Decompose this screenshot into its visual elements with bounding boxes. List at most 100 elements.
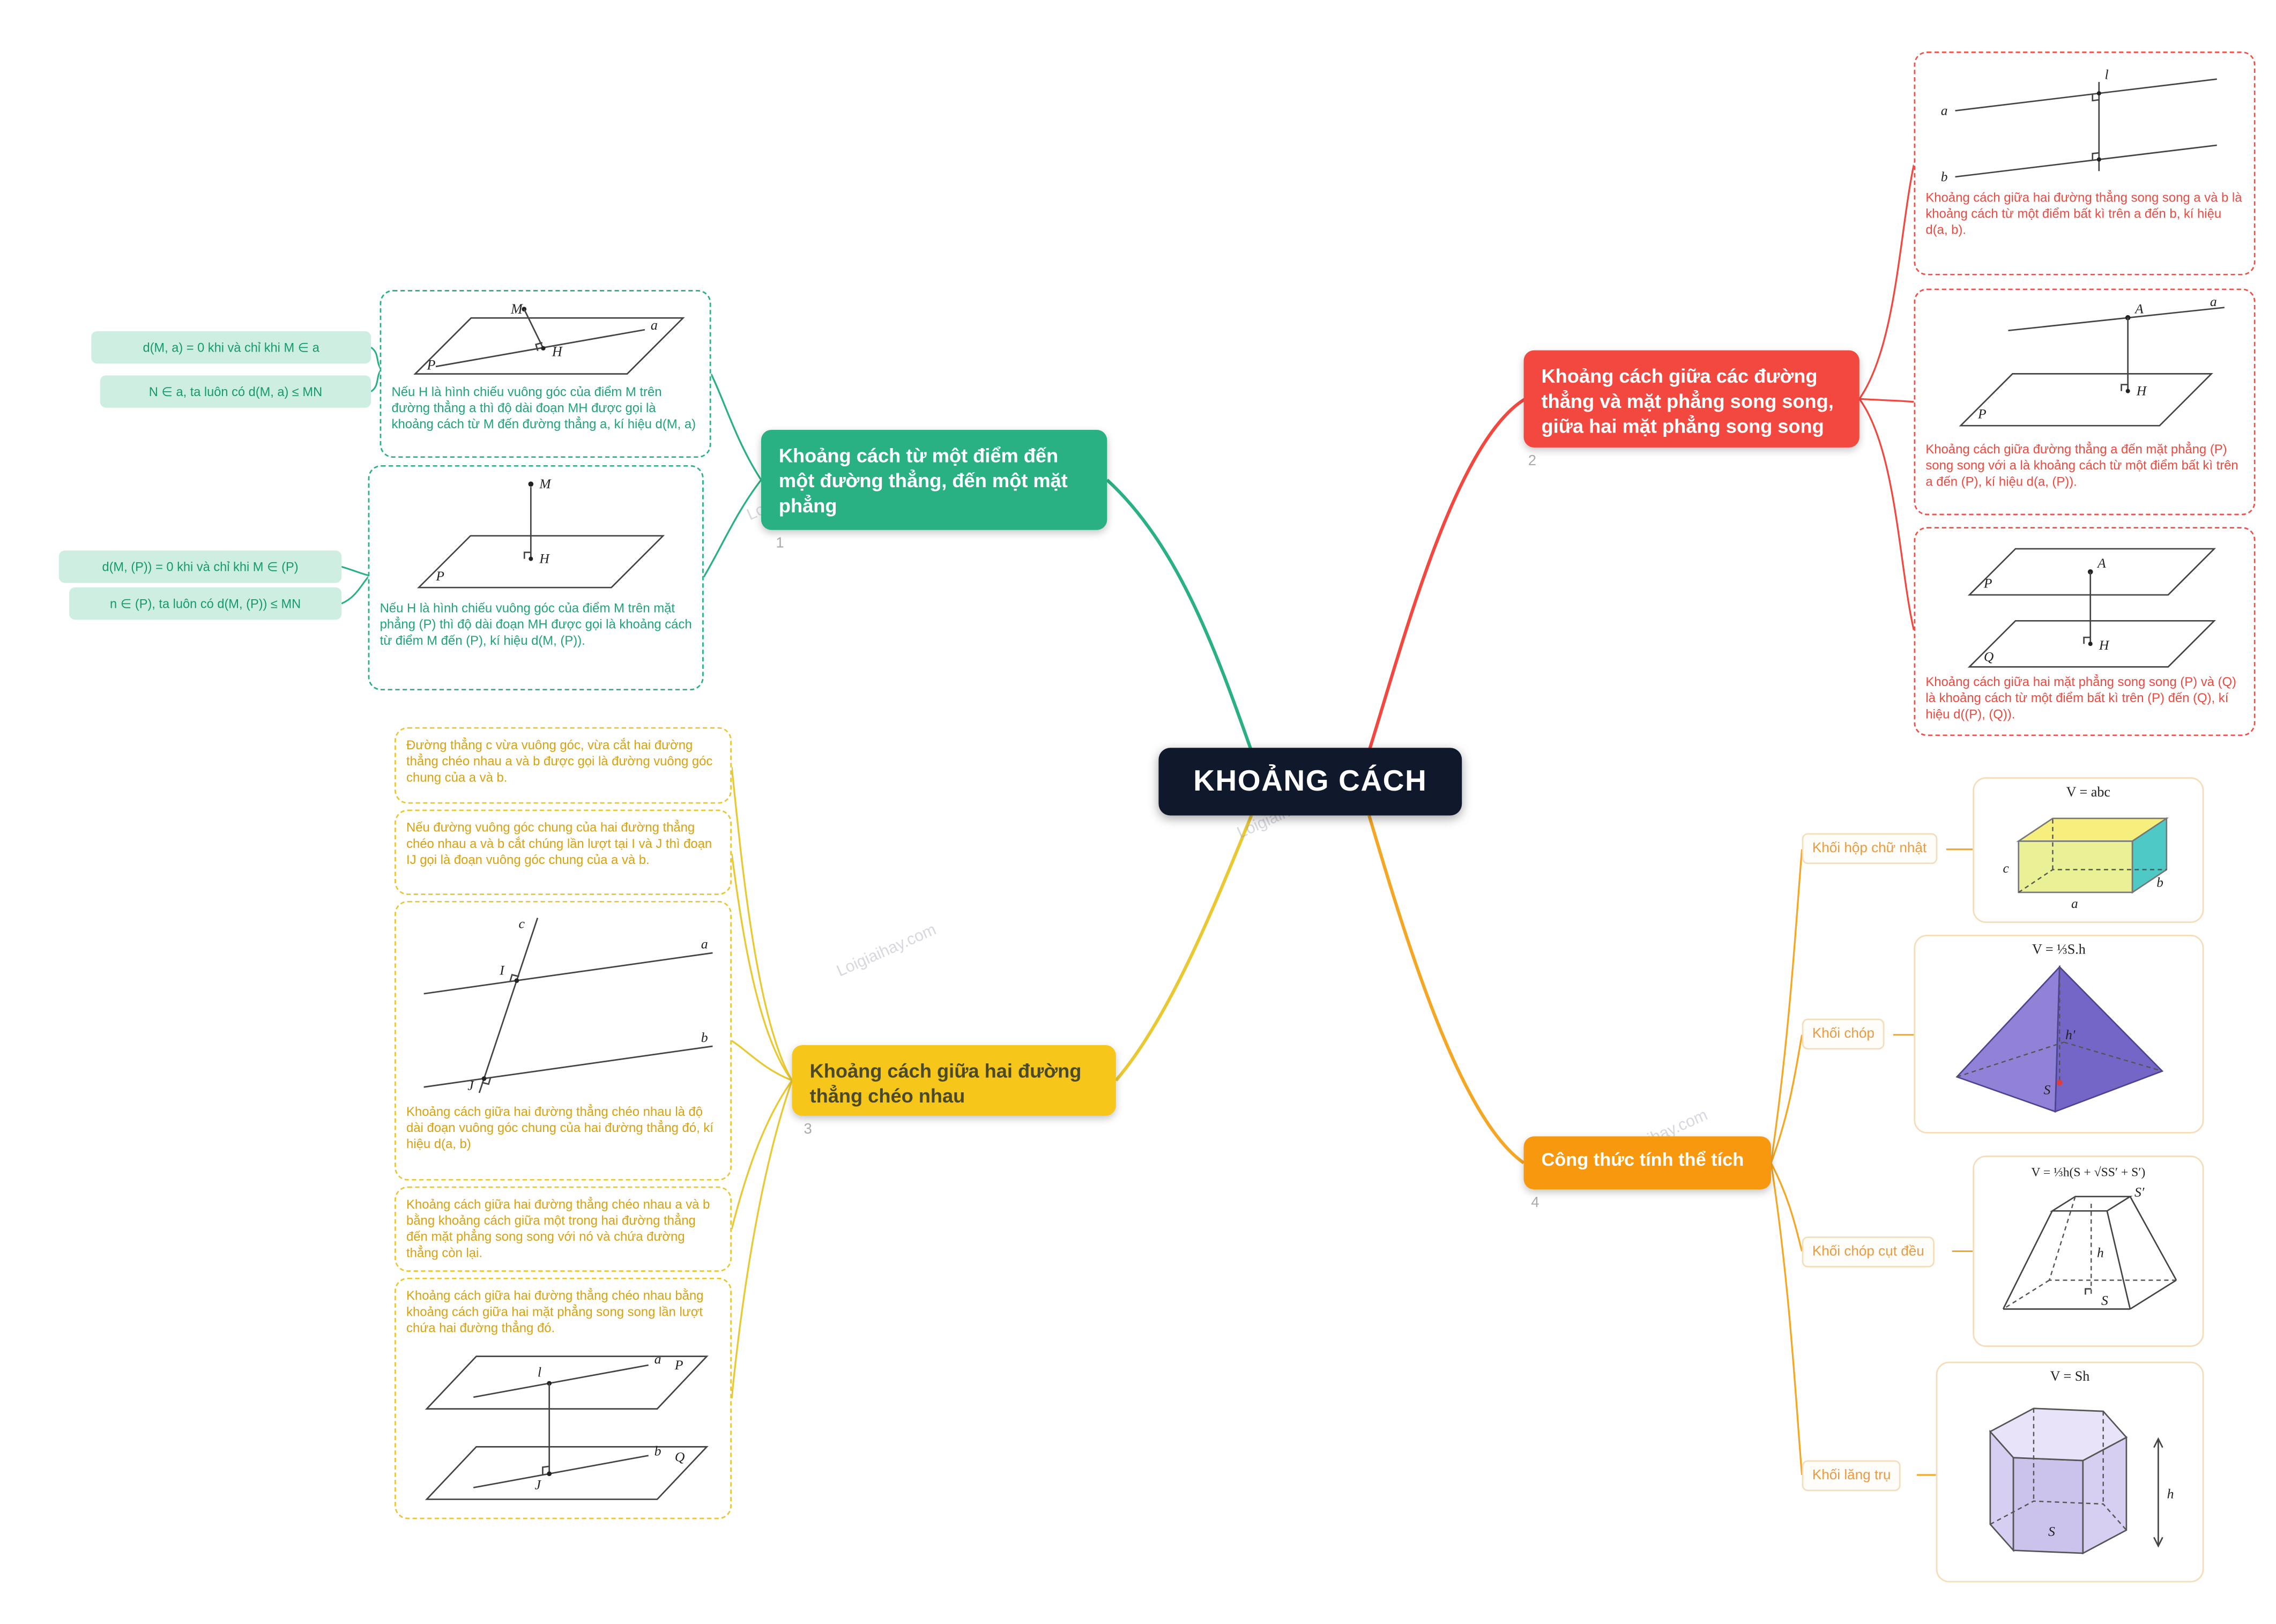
label-b: b (653, 1444, 660, 1459)
figure-common-perpendicular: c a b I J (423, 916, 712, 1093)
chip-dmp-zero: d(M, (P)) = 0 khi và chỉ khi M ∈ (P) (58, 550, 342, 583)
branch3-label: Khoảng cách giữa hai đường thẳng chéo nh… (809, 1060, 1082, 1107)
connector-b1-box1 (710, 373, 762, 481)
note-box-parallel-lines: a b l Khoảng cách giữa hai đường thẳng s… (1914, 51, 2256, 275)
note-box-line-plane: a A H P Khoảng cách giữa đường thẳng a đ… (1914, 288, 2256, 516)
branch-number-1: 1 (776, 535, 784, 552)
label-S: S (2101, 1292, 2108, 1308)
label-M: M (510, 301, 523, 317)
formula-pyramid: V = ⅓S.h (2032, 943, 2086, 958)
label-H: H (552, 344, 563, 360)
formula-prism: V = Sh (2050, 1370, 2090, 1385)
label-P: P (435, 568, 444, 584)
branch1-node: Khoảng cách từ một điểm đến một đường th… (761, 429, 1107, 530)
branch1-label: Khoảng cách từ một điểm đến một đường th… (778, 444, 1068, 517)
vol-label-pyramid: Khối chóp (1802, 1018, 1885, 1050)
connector-b3-y1 (731, 766, 793, 1081)
connector-branch2 (1367, 397, 1526, 751)
note-box-skew-line-plane: Khoảng cách giữa hai đường thẳng chéo nh… (395, 1186, 732, 1272)
branch4-node: Công thức tính thể tích (1523, 1136, 1771, 1190)
label-b: b (2156, 875, 2163, 890)
branch4-label: Công thức tính thể tích (1541, 1149, 1744, 1171)
label-J: J (534, 1477, 541, 1493)
vol-box-pyramid: V = ⅓S.h S h' (1914, 934, 2204, 1134)
connector-branch3 (1114, 815, 1253, 1082)
note-box-point-line: M H a P Nếu H là hình chiếu vuông góc củ… (380, 290, 711, 458)
note-box-common-perpendicular-def: Đường thẳng c vừa vuông góc, vừa cắt hai… (395, 727, 732, 804)
label-S: S (2048, 1524, 2055, 1539)
figure-parallel-planes: A H P Q (1967, 548, 2217, 668)
figure-frustum: S′ S h (2002, 1184, 2177, 1310)
note-box-parallel-planes: A H P Q Khoảng cách giữa hai mặt phẳng s… (1914, 527, 2256, 736)
label-a: a (2210, 299, 2217, 309)
connector-branch1 (1106, 479, 1253, 751)
figure-point-to-plane: M H P (416, 476, 665, 588)
connector-b4-l4 (1770, 1163, 1803, 1476)
label-l: l (537, 1365, 541, 1381)
label-h: h' (2065, 1027, 2076, 1042)
connector-b3-y2 (731, 853, 793, 1081)
connector-b2-boxB (1859, 398, 1914, 403)
note-common-perp-def: Đường thẳng c vừa vuông góc, vừa cắt hai… (406, 737, 713, 785)
label-l: l (2105, 67, 2109, 83)
label-P: P (1977, 406, 1987, 422)
label-b: b (700, 1030, 707, 1045)
branch-number-3: 3 (804, 1121, 812, 1138)
note-skew-two-planes: Khoảng cách giữa hai đường thẳng chéo nh… (406, 1288, 704, 1336)
note-skew-distance: Khoảng cách giữa hai đường thẳng chéo nh… (406, 1104, 713, 1152)
label-A: A (2096, 555, 2106, 571)
label-S: S (2044, 1082, 2051, 1098)
vol-box-cuboid: V = abc c a b (1973, 777, 2204, 923)
label-S-prime: S′ (2134, 1184, 2145, 1200)
vol-label-frustum: Khối chóp cụt đều (1802, 1236, 1935, 1268)
note-line-plane: Khoảng cách giữa đường thẳng a đến mặt p… (1925, 441, 2238, 489)
label-c: c (518, 916, 524, 932)
figure-point-to-line: M H a P (413, 301, 685, 375)
label-c: c (2003, 861, 2009, 876)
note-common-perp-segment: Nếu đường vuông góc chung của hai đường … (406, 820, 712, 868)
label-Q: Q (674, 1450, 684, 1465)
note-box-common-perpendicular-segment: Nếu đường vuông góc chung của hai đường … (395, 809, 732, 895)
connector-b4-l2 (1770, 1034, 1803, 1164)
branch2-node: Khoảng cách giữa các đường thẳng và mặt … (1523, 350, 1860, 448)
note-point-plane: Nếu H là hình chiếu vuông góc của điểm M… (380, 600, 692, 649)
label-a: a (700, 936, 707, 952)
connector-b1-box2 (703, 479, 762, 578)
vol-label-cuboid: Khối hộp chữ nhật (1802, 833, 1937, 865)
note-box-point-plane: M H P Nếu H là hình chiếu vuông góc của … (368, 465, 704, 691)
connector-b3-y5 (731, 1080, 793, 1399)
branch-number-4: 4 (1531, 1195, 1539, 1212)
label-P: P (1983, 575, 1992, 591)
label-M: M (539, 476, 552, 491)
figure-prism: S h (1989, 1407, 2174, 1555)
connector-b4-l3 (1770, 1162, 1803, 1251)
figure-parallel-lines: a b l (1941, 67, 2217, 184)
label-h: h (2097, 1245, 2104, 1260)
connector-b3-y4 (731, 1079, 793, 1230)
note-parallel-lines: Khoảng cách giữa hai đường thẳng song so… (1925, 190, 2242, 237)
label-a: a (2071, 897, 2078, 911)
chip-dmp-mn: n ∈ (P), ta luôn có d(M, (P)) ≤ MN (69, 587, 342, 620)
label-I: I (499, 963, 504, 978)
central-title: KHOẢNG CÁCH (1193, 764, 1427, 798)
label-H: H (539, 551, 550, 567)
figure-cuboid: c a b (2003, 817, 2169, 911)
label-a: a (653, 1352, 660, 1367)
label-H: H (2099, 637, 2110, 653)
label-P: P (673, 1358, 682, 1373)
connector-b1-chip4 (341, 575, 370, 605)
connector-branch4 (1367, 815, 1525, 1165)
label-Q: Q (1984, 649, 1994, 665)
chip-dma-zero: d(M, a) = 0 khi và chỉ khi M ∈ a (91, 331, 371, 364)
label-J: J (467, 1078, 474, 1093)
label-h: h (2167, 1486, 2174, 1501)
note-box-skew-distance: c a b I J Khoảng cách giữa hai đường thẳ… (395, 900, 732, 1181)
label-b: b (1941, 169, 1948, 184)
note-parallel-planes: Khoảng cách giữa hai mặt phẳng song song… (1925, 674, 2237, 722)
connector-b2-boxC (1858, 398, 1915, 630)
branch-number-2: 2 (1528, 453, 1537, 470)
note-box-skew-two-planes: Khoảng cách giữa hai đường thẳng chéo nh… (395, 1277, 732, 1519)
note-point-line: Nếu H là hình chiếu vuông góc của điểm M… (391, 384, 696, 432)
